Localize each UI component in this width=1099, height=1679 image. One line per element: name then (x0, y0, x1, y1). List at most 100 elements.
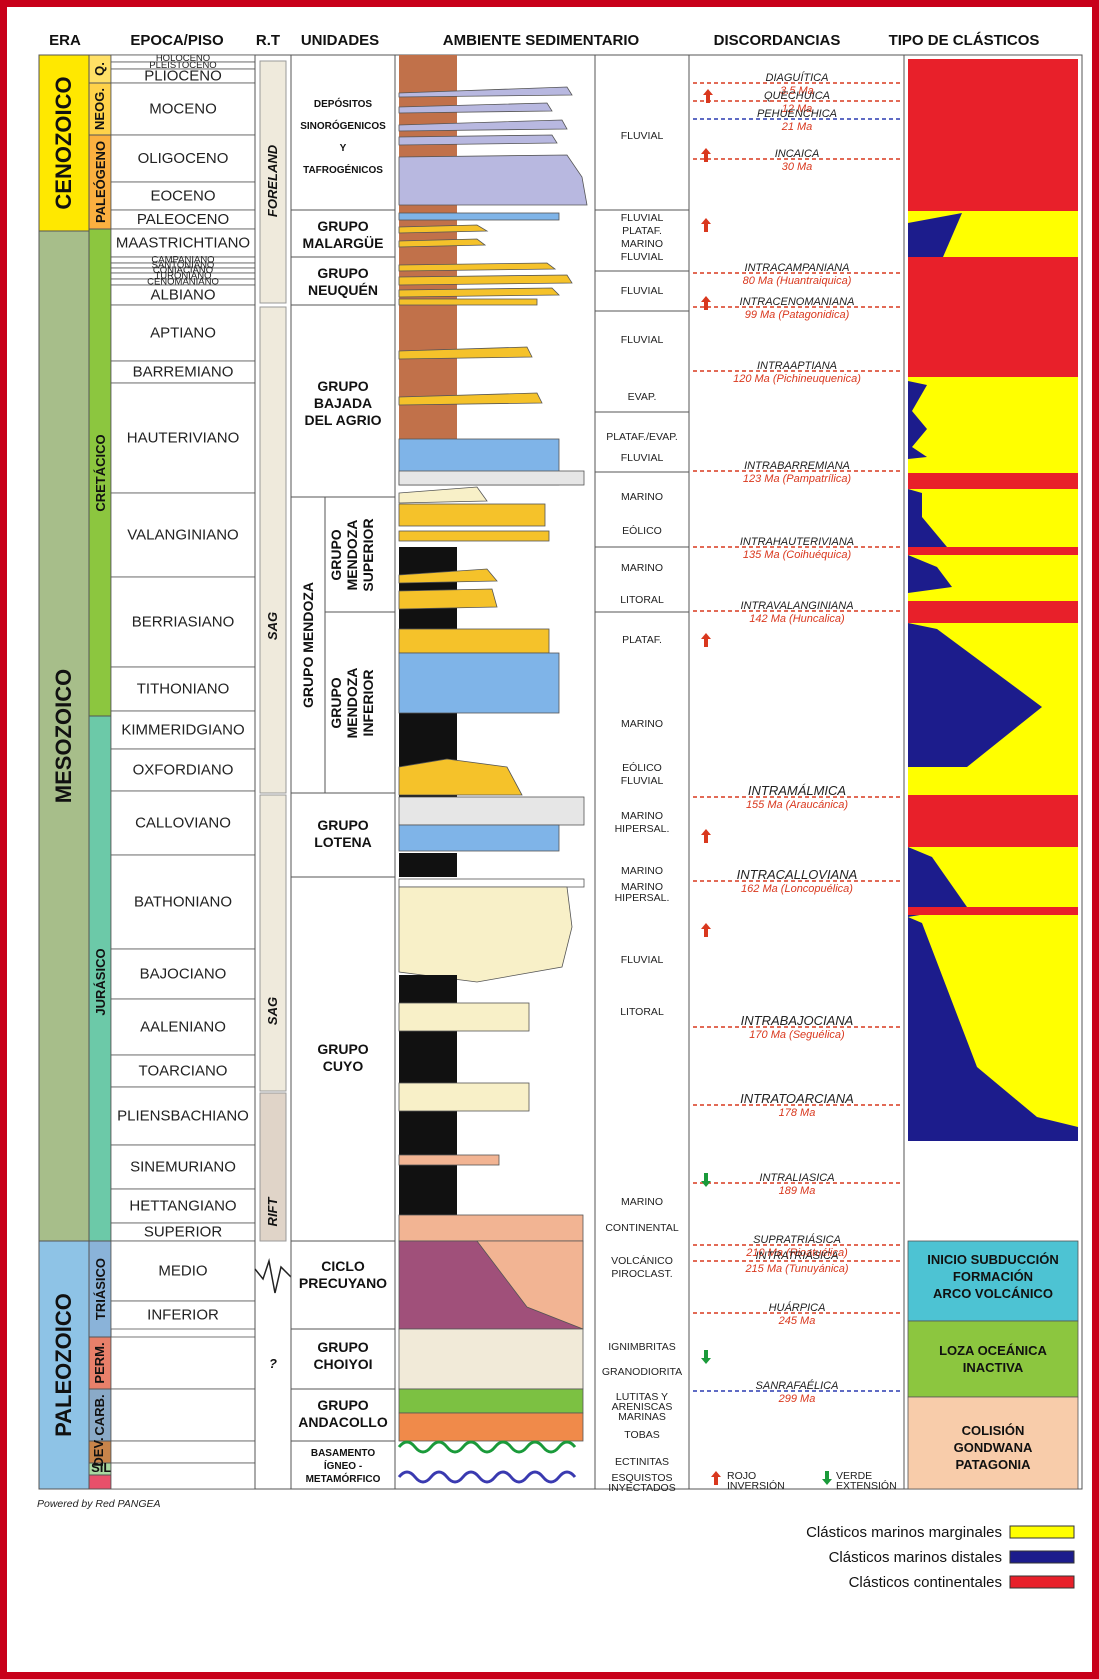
discordance-name: INCAICA (775, 148, 820, 160)
discordance-age: 162 Ma (Loncopuélica) (741, 883, 853, 895)
unit-mendoza-inf-2: MENDOZA (344, 668, 360, 739)
legend-label-distales: Clásticos marinos distales (829, 1549, 1002, 1566)
loza-line-1: LOZA OCEÁNICA (939, 1343, 1047, 1358)
period-label-q: Q. (92, 62, 107, 76)
period-ordovician (89, 1475, 111, 1489)
unit-precuyano-1: CICLO (321, 1258, 365, 1274)
unit-bajada-1: GRUPO (317, 378, 368, 394)
unit-basamento-3: METAMÓRFICO (306, 1472, 381, 1485)
stage-label: TITHONIANO (137, 681, 230, 698)
stage-label: HAUTERIVIANO (127, 430, 240, 447)
env-piroclast: PIROCLAST. (611, 1268, 672, 1280)
unit-andacollo-1: GRUPO (317, 1397, 368, 1413)
discordance-age: 215 Ma (Tunuyánica) (744, 1263, 848, 1275)
discordance-name: SANRAFAÉLICA (756, 1379, 839, 1392)
limestone-lotena (399, 825, 559, 851)
discordance-name: INTRATRIÁSICA (756, 1249, 839, 1262)
env-fluvial-5: FLUVIAL (621, 334, 664, 346)
key-rojo-2: INVERSIÓN (727, 1479, 785, 1492)
colision-line-2: GONDWANA (954, 1440, 1033, 1455)
env-ignimbritas: IGNIMBRITAS (608, 1341, 675, 1353)
discordance-age: 189 Ma (779, 1185, 816, 1197)
rt-column: FORELAND SAG SAG RIFT ? (255, 55, 291, 1489)
period-label-permian: PERM. (92, 1342, 107, 1383)
era-label-paleozoic: PALEOZOICO (51, 1293, 76, 1437)
unit-depositos-2: SINORÓGENICOS (300, 119, 386, 132)
header-rt: R.T (256, 32, 280, 49)
header-tipo: TIPO DE CLÁSTICOS (889, 32, 1040, 49)
clastic-red-cenozoic (908, 59, 1078, 211)
discordance-name: INTRAVALANGINIANA (740, 600, 853, 612)
era-label-cenozoic: CENOZOICO (51, 76, 76, 209)
unit-cuyo-1: GRUPO (317, 1041, 368, 1057)
unit-neuquen-1: GRUPO (317, 265, 368, 281)
period-label-jurassic: JURÁSICO (93, 948, 108, 1015)
stage-label: OXFORDIANO (133, 762, 234, 779)
env-ectinitas: ECTINITAS (615, 1456, 669, 1468)
key-verde-2: EXTENSIÓN (836, 1479, 897, 1492)
unit-malargue-2: MALARGÜE (303, 235, 384, 251)
env-litoral-2: LITORAL (620, 1006, 664, 1018)
unit-depositos-3: Y (340, 143, 347, 154)
env-fluvial-8: FLUVIAL (621, 954, 664, 966)
env-tobas: TOBAS (624, 1429, 659, 1441)
discordance-name: DIAGUÍTICA (766, 71, 829, 84)
rt-label-sag2: SAG (265, 997, 280, 1025)
unit-choiyoi-1: GRUPO (317, 1339, 368, 1355)
discordance-age: 80 Ma (Huantraiquica) (743, 275, 852, 287)
evaporite-lotena (399, 797, 584, 825)
unit-mendoza: GRUPO MENDOZA (300, 582, 316, 708)
stage-label: BAJOCIANO (140, 966, 227, 983)
stage-band (111, 1463, 255, 1489)
rt-sag1-band (260, 307, 286, 793)
env-plataf-evap: PLATAF./EVAP. (606, 431, 678, 443)
env-evap: EVAP. (628, 391, 657, 403)
discordance-name: INTRACENOMANIANA (740, 296, 855, 308)
unit-mendoza-inf-1: GRUPO (328, 677, 344, 728)
colision-line-1: COLISIÓN (962, 1423, 1025, 1438)
env-marino-4: MARINO (621, 718, 663, 730)
discordance-name: INTRAMÁLMICA (748, 783, 846, 798)
continental-base-cuyo (399, 1215, 583, 1241)
stage-band (111, 1441, 255, 1463)
stage-label: BERRIASIANO (132, 614, 235, 631)
colision-line-3: PATAGONIA (955, 1457, 1031, 1472)
env-hipersal-1: HIPERSAL. (615, 823, 670, 835)
discordance-age: 299 Ma (778, 1393, 816, 1405)
stage-label: SUPERIOR (144, 1224, 223, 1241)
legend-label-continentales: Clásticos continentales (849, 1574, 1002, 1591)
stage-label: SINEMURIANO (130, 1159, 236, 1176)
legend-label-marginales: Clásticos marinos marginales (806, 1524, 1002, 1541)
rt-label-sag1: SAG (265, 612, 280, 640)
evaporite-agrio (399, 471, 584, 485)
env-fluvial-3: FLUVIAL (621, 251, 664, 263)
credit: Powered by Red PANGEA (37, 1498, 161, 1510)
unit-neuquen-2: NEUQUÉN (308, 282, 378, 298)
period-label-triassic: TRIÁSICO (93, 1258, 108, 1320)
stage-label: KIMMERIDGIANO (121, 722, 244, 739)
andacollo-marine (399, 1389, 583, 1413)
discordance-name: SUPRATRIÁSICA (753, 1233, 841, 1246)
subduccion-line-1: INICIO SUBDUCCIÓN (927, 1252, 1058, 1267)
discordance-name: INTRACAMPANIANA (745, 262, 850, 274)
discordance-age: 30 Ma (782, 161, 813, 173)
unit-lotena-2: LOTENA (314, 834, 372, 850)
discordance-name: INTRAAPTIANA (757, 360, 837, 372)
discordance-name: INTRABARREMIANA (744, 460, 850, 472)
stage-label: APTIANO (150, 325, 216, 342)
header-epoca: EPOCA/PISO (130, 32, 224, 49)
discordance-age: 135 Ma (Coihuéquica) (743, 549, 852, 561)
env-fluvial-2: FLUVIAL (621, 212, 664, 224)
stage-label: PLIOCENO (144, 68, 222, 85)
discordance-name: INTRATOARCIANA (740, 1091, 854, 1106)
legend-swatch-marginales (1010, 1526, 1074, 1538)
choiyoi-ignimbrite (399, 1329, 583, 1389)
discordance-age: 245 Ma (778, 1315, 816, 1327)
rt-label-foreland: FORELAND (265, 144, 280, 217)
stage-label: MEDIO (158, 1263, 207, 1280)
env-marino-6: MARINO (621, 865, 663, 877)
stage-label: MAASTRICHTIANO (116, 235, 250, 252)
env-volcanico: VOLCÁNICO (611, 1254, 673, 1267)
stage-label: ALBIANO (150, 287, 215, 304)
